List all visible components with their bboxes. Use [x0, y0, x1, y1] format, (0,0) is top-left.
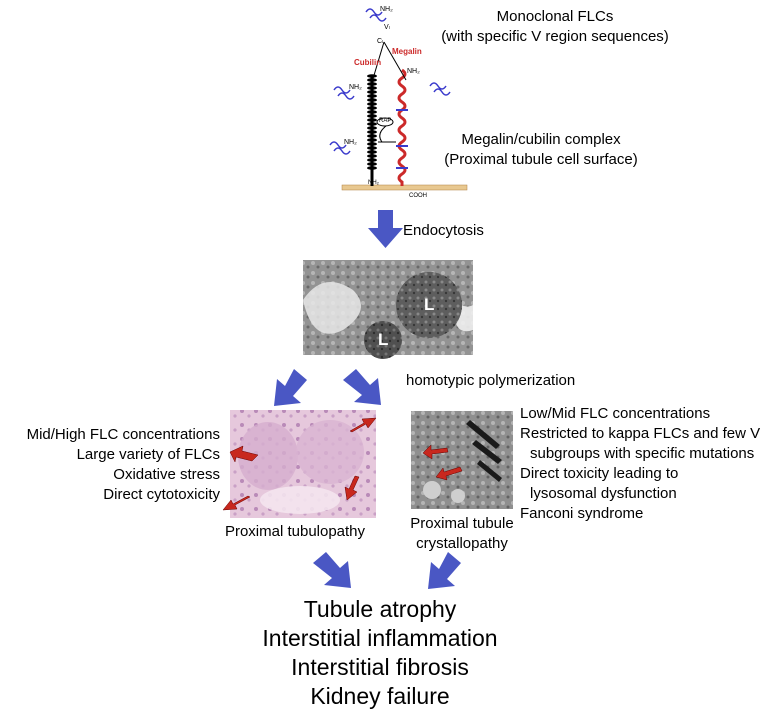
cubilin-repeat	[367, 94, 377, 98]
red-arrow-1	[349, 417, 377, 433]
cubilin-repeat	[367, 154, 377, 158]
megalin-structure	[396, 68, 408, 186]
cell-membrane	[341, 184, 468, 191]
outcome-item: Interstitial inflammation	[262, 625, 498, 651]
outcome-item: Interstitial fibrosis	[291, 654, 469, 680]
crystallopathy-caption-line1: Proximal tubule	[410, 515, 514, 532]
vl-label-top: Vₗ	[384, 24, 390, 31]
right-branch-arrow	[343, 369, 381, 405]
cubilin-repeat	[367, 118, 377, 122]
right-factor-item: Restricted to kappa FLCs and few V	[520, 425, 761, 442]
left-factor-item: Oxidative stress	[113, 466, 220, 483]
cubilin-repeat	[367, 114, 377, 118]
cubilin-repeat	[367, 74, 377, 78]
megalin-label: Megalin	[392, 47, 422, 56]
cubilin-repeat	[367, 134, 377, 138]
right-factor-item: Low/Mid FLC concentrations	[520, 405, 711, 422]
outcome-item: Kidney failure	[310, 683, 450, 709]
crystallopathy-em	[411, 411, 513, 509]
cubilin-repeat	[367, 162, 377, 166]
cubilin-label: Cubilin	[354, 58, 382, 67]
cubilin-repeat	[367, 122, 377, 126]
outcomes-block: Tubule atrophy Interstitial inflammation…	[230, 595, 530, 711]
cubilin-repeat	[367, 142, 377, 146]
left-outcome-arrow	[313, 552, 351, 588]
rap-oval	[376, 117, 394, 127]
cubilin-repeat	[367, 78, 377, 82]
cubilin-repeat	[367, 106, 377, 110]
cubilin-repeat	[367, 146, 377, 150]
left-factor-item: Mid/High FLC concentrations	[26, 426, 220, 443]
binding-lines	[371, 41, 407, 83]
endocytosis-arrow	[368, 210, 403, 248]
flc-glyph-top	[365, 8, 387, 22]
lysosome-micrograph	[303, 260, 473, 359]
red-arrow-3	[344, 475, 360, 501]
flc-glyph-left2	[329, 141, 351, 155]
cubilin-repeat	[367, 102, 377, 106]
nh2-label-left1: NH₂	[349, 84, 362, 91]
megalin-cubilin-subtitle: (Proximal tubule cell surface)	[444, 151, 638, 168]
right-factor-item: subgroups with specific mutations	[530, 445, 755, 462]
red-arrow-6	[435, 466, 463, 481]
cubilin-repeat	[367, 98, 377, 102]
cubilin-repeat	[367, 166, 377, 170]
cooh-label: COOH	[409, 193, 427, 199]
cl-label-top: Cₗ	[377, 38, 384, 45]
cubilin-repeat	[367, 90, 377, 94]
megalin-cubilin-title: Megalin/cubilin complex	[461, 131, 621, 148]
tubulopathy-histology	[222, 410, 377, 518]
red-arrow-2	[229, 445, 259, 463]
homotypic-polymerization-label: homotypic polymerization	[406, 372, 576, 389]
nh2-label-left2: NH₂	[344, 139, 357, 146]
outcome-item: Tubule atrophy	[303, 596, 457, 622]
right-factor-item: Direct toxicity leading to	[520, 465, 679, 482]
red-arrow-5	[422, 444, 449, 460]
cubilin-structure	[367, 74, 377, 186]
monoclonal-subtitle: (with specific V region sequences)	[441, 28, 669, 45]
cubilin-repeat	[367, 130, 377, 134]
right-outcome-arrow	[428, 552, 461, 589]
red-arrow-4	[222, 495, 251, 511]
lysosome-label-small: L	[378, 330, 389, 349]
right-factor-item: Fanconi syndrome	[520, 505, 644, 522]
flc-glyph-right	[429, 82, 451, 96]
left-factor-item: Large variety of FLCs	[76, 446, 220, 463]
endocytosis-label: Endocytosis	[403, 222, 484, 239]
nh2-label-megalin: NH₂	[407, 68, 420, 75]
cubilin-repeat	[367, 126, 377, 130]
nh2-label-top: NH₂	[380, 6, 393, 13]
left-branch-arrow	[274, 369, 307, 406]
cubilin-repeat	[367, 82, 377, 86]
monoclonal-title: Monoclonal FLCs	[496, 8, 614, 25]
tubulopathy-caption: Proximal tubulopathy	[224, 523, 366, 540]
left-factors: Mid/High FLC concentrations Large variet…	[0, 425, 220, 505]
rap-label: RAP	[379, 118, 392, 124]
nh2-label-cubilin: NH₂	[368, 180, 379, 186]
cubilin-repeat	[367, 86, 377, 90]
cubilin-repeat	[367, 158, 377, 162]
crystallopathy-caption-line2: crystallopathy	[416, 535, 508, 552]
cubilin-repeat	[367, 150, 377, 154]
cubilin-repeat	[367, 138, 377, 142]
flc-glyph-left1	[333, 86, 355, 100]
left-factor-item: Direct cytotoxicity	[103, 486, 220, 503]
right-factors: Low/Mid FLC concentrations Restricted to…	[520, 404, 770, 524]
cubilin-repeat	[367, 110, 377, 114]
right-factor-item: lysosomal dysfunction	[530, 485, 677, 502]
lysosome-label-large: L	[424, 295, 435, 314]
